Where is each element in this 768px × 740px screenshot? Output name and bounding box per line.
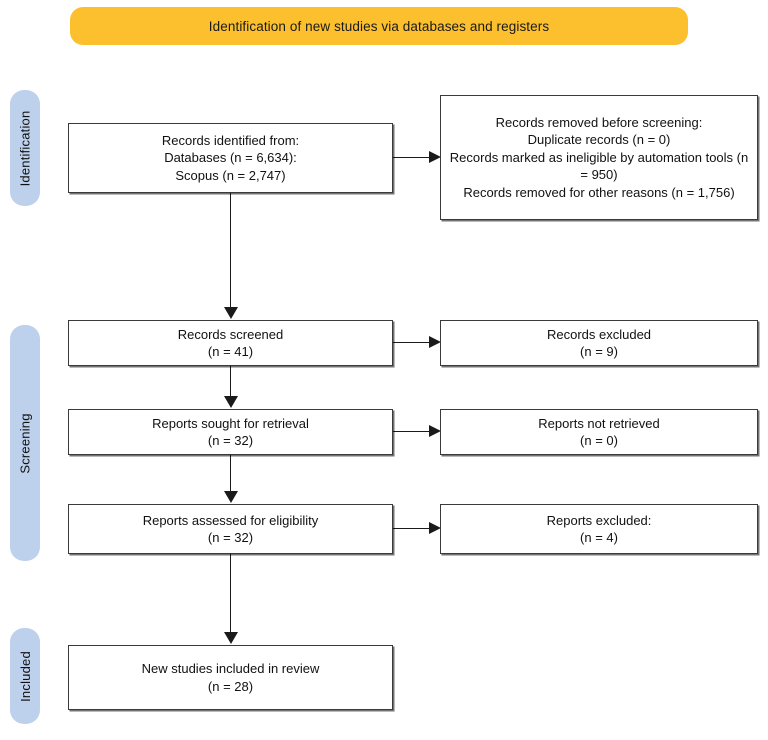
connector-screened-to-sought <box>230 366 232 397</box>
connector-identified-to-screened <box>230 193 232 309</box>
node-reports-not-retrieved: Reports not retrieved (n = 0) <box>440 409 758 455</box>
stage-label-identification: Identification <box>17 110 33 186</box>
connector-sought-to-not-retrieved <box>393 431 431 433</box>
arrow-head-down-icon <box>224 396 238 408</box>
node-records-identified: Records identified from: Databases (n = … <box>68 123 393 193</box>
node-reports-excluded-text: Reports excluded: (n = 4) <box>546 512 652 546</box>
node-records-excluded-text: Records excluded (n = 9) <box>546 326 652 360</box>
connector-screened-to-excluded <box>393 342 431 344</box>
diagram-header-banner: Identification of new studies via databa… <box>70 7 688 45</box>
node-records-removed: Records removed before screening: Duplic… <box>440 95 758 220</box>
connector-identified-to-removed <box>393 157 431 159</box>
arrow-head-down-icon <box>224 307 238 319</box>
node-reports-assessed: Reports assessed for eligibility (n = 32… <box>68 504 393 554</box>
connector-sought-to-assessed <box>230 455 232 492</box>
diagram-title: Identification of new studies via databa… <box>208 18 550 34</box>
node-new-studies-included-text: New studies included in review (n = 28) <box>141 661 320 694</box>
stage-label-screening: Screening <box>17 412 33 474</box>
node-reports-not-retrieved-text: Reports not retrieved (n = 0) <box>538 415 660 449</box>
node-records-removed-text: Records removed before screening: Duplic… <box>449 114 749 200</box>
stage-pill-screening: Screening <box>10 325 40 561</box>
node-records-screened-text: Records screened (n = 41) <box>177 326 284 360</box>
node-reports-excluded: Reports excluded: (n = 4) <box>440 504 758 554</box>
connector-assessed-to-reports-excluded <box>393 528 431 530</box>
node-new-studies-included: New studies included in review (n = 28) <box>68 645 393 710</box>
arrow-head-down-icon <box>224 491 238 503</box>
node-records-screened: Records screened (n = 41) <box>68 320 393 366</box>
node-reports-sought: Reports sought for retrieval (n = 32) <box>68 409 393 455</box>
node-records-excluded: Records excluded (n = 9) <box>440 320 758 366</box>
node-reports-assessed-text: Reports assessed for eligibility (n = 32… <box>142 512 319 546</box>
stage-label-included: Included <box>17 650 33 702</box>
node-records-identified-text: Records identified from: Databases (n = … <box>161 132 300 183</box>
arrow-head-down-icon <box>224 632 238 644</box>
stage-pill-included: Included <box>10 628 40 724</box>
connector-assessed-to-included <box>230 554 232 634</box>
node-reports-sought-text: Reports sought for retrieval (n = 32) <box>152 415 309 449</box>
stage-pill-identification: Identification <box>10 90 40 206</box>
